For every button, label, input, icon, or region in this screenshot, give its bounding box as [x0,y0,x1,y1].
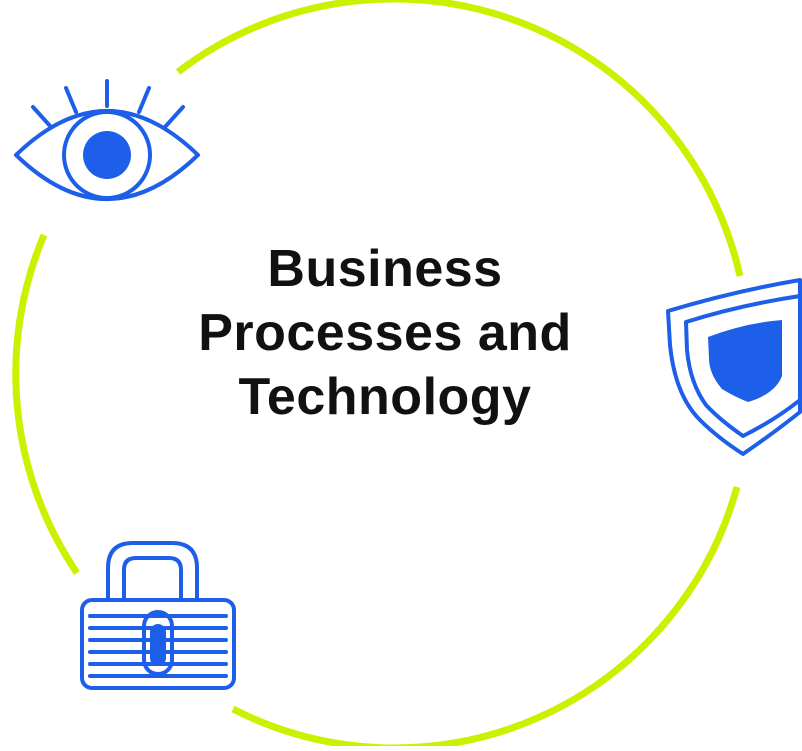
ring-arc-top [175,0,744,277]
ring-arc-left [12,233,80,575]
padlock-icon [80,541,236,690]
shield-icon [666,278,802,456]
cycle-ring [12,0,744,751]
eye-icon [14,79,200,201]
title-line-2: Processes and [198,304,572,362]
eye-pupil [83,131,131,179]
title-line-3: Technology [238,368,532,426]
keyhole-outline [142,610,174,676]
center-title: Business Processes and Technology [150,237,620,429]
keyhole [150,624,166,666]
ring-arc-right [231,486,741,751]
title-line-1: Business [267,240,503,298]
